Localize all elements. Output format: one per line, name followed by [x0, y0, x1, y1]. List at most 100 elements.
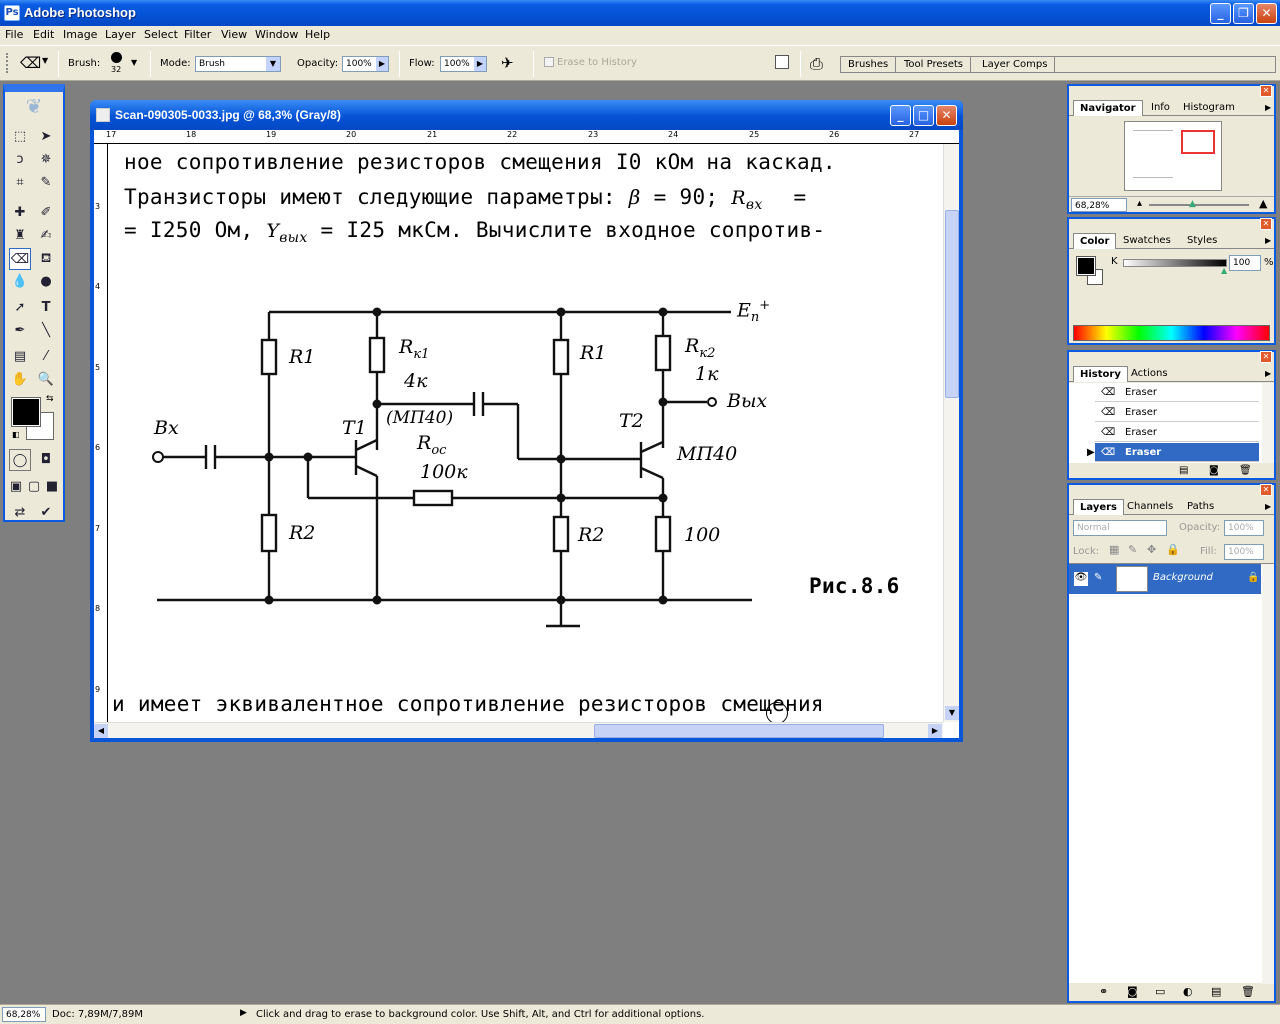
panel-menu-icon[interactable]: ▶ [1265, 502, 1272, 511]
blend-mode-select[interactable]: Normal [1073, 520, 1167, 536]
history-item[interactable]: ⌫Eraser [1095, 423, 1259, 442]
paint-bucket-tool-icon[interactable]: ⛾ [40, 251, 52, 266]
close-icon[interactable]: ✕ [1260, 484, 1272, 496]
marquee-tool-icon[interactable]: ⬚ [13, 129, 27, 144]
erase-history-checkbox[interactable] [544, 57, 554, 67]
close-icon[interactable]: ✕ [1260, 218, 1272, 230]
tab-swatches[interactable]: Swatches [1123, 235, 1171, 246]
doc-minimize-button[interactable]: _ [890, 105, 911, 126]
layers-scrollbar[interactable] [1262, 564, 1274, 984]
close-icon[interactable]: ✕ [1260, 85, 1272, 97]
layer-mask-icon[interactable]: ◙ [1127, 985, 1138, 998]
tab-histogram[interactable]: Histogram [1183, 102, 1235, 113]
brush-preview-icon[interactable] [111, 52, 122, 63]
eraser-preset-icon[interactable]: ⌫ [20, 54, 42, 72]
color-ramp[interactable] [1073, 325, 1270, 341]
menu-image[interactable]: Image [63, 28, 98, 41]
hand-tool-icon[interactable]: ✋ [11, 372, 29, 387]
doc-maximize-button[interactable]: □ [913, 105, 934, 126]
history-brush-tool-icon[interactable]: ✍ [40, 228, 52, 243]
printer-icon[interactable]: ⎙ [810, 54, 823, 73]
tab-actions[interactable]: Actions [1131, 368, 1168, 379]
zoom-tool-icon[interactable]: 🔍 [37, 372, 55, 387]
navigator-preview-area[interactable] [1069, 117, 1274, 195]
menu-filter[interactable]: Filter [184, 28, 212, 41]
brush-tool-icon[interactable]: ✐ [40, 205, 52, 220]
menu-select[interactable]: Select [144, 28, 178, 41]
k-slider-handle[interactable]: ▲ [1221, 266, 1228, 275]
imageready-icon[interactable]: ✔ [40, 505, 52, 520]
healing-brush-tool-icon[interactable]: ✚ [14, 205, 26, 220]
tab-color[interactable]: Color [1073, 233, 1117, 249]
tab-layers[interactable]: Layers [1073, 499, 1124, 515]
dodge-tool-icon[interactable]: ● [40, 274, 52, 289]
clone-stamp-tool-icon[interactable]: ♜ [14, 228, 26, 243]
path-selection-tool-icon[interactable]: ➚ [14, 300, 26, 315]
color-foreground-swatch[interactable] [1076, 256, 1096, 276]
opacity-field[interactable]: 100% ▶ [342, 56, 389, 72]
vertical-scrollbar[interactable]: ▼ [943, 144, 959, 722]
k-value-field[interactable]: 100 [1229, 255, 1261, 271]
pen-tool-icon[interactable]: ✒ [14, 323, 26, 338]
tab-channels[interactable]: Channels [1127, 501, 1174, 512]
history-item[interactable]: ⌫Eraser [1095, 403, 1259, 422]
horizontal-ruler[interactable]: 17 18 19 20 21 22 23 24 25 26 27 [94, 130, 959, 144]
new-layer-icon[interactable]: ▤ [1211, 985, 1222, 998]
vertical-scroll-thumb[interactable] [945, 210, 959, 398]
trash-icon[interactable]: 🗑 [1241, 985, 1255, 998]
adjustment-layer-icon[interactable]: ◐ [1183, 985, 1193, 998]
line-tool-icon[interactable]: ╲ [42, 323, 50, 338]
move-tool-icon[interactable]: ➤ [40, 129, 52, 144]
panel-menu-icon[interactable]: ▶ [1265, 103, 1272, 112]
scroll-down-icon[interactable]: ▼ [945, 706, 959, 720]
navigator-thumbnail[interactable] [1124, 121, 1222, 191]
notes-tool-icon[interactable]: ▤ [13, 349, 27, 364]
screen-mode-menu-icon[interactable]: ▢ [27, 479, 41, 494]
minimize-button[interactable]: _ [1210, 3, 1231, 24]
k-slider[interactable] [1123, 259, 1227, 267]
background-color-swatch[interactable] [26, 412, 54, 440]
tab-history[interactable]: History [1073, 366, 1128, 382]
screen-mode-standard-icon[interactable]: ▣ [9, 479, 23, 494]
trash-icon[interactable]: 🗑 [1239, 465, 1252, 476]
new-group-icon[interactable]: ▭ [1155, 985, 1166, 998]
foreground-color-swatch[interactable] [11, 397, 41, 427]
adobe-feather-icon[interactable]: ❦ [25, 94, 43, 118]
panel-menu-icon[interactable]: ▶ [1265, 369, 1272, 378]
lock-all-icon[interactable]: 🔒 [1166, 543, 1180, 556]
menu-file[interactable]: File [5, 28, 24, 41]
link-layers-icon[interactable]: ⚭ [1099, 985, 1109, 998]
eyedropper-tool-icon[interactable]: ⁄ [44, 349, 48, 364]
slice-tool-icon[interactable]: ✎ [40, 175, 52, 190]
lasso-tool-icon[interactable]: ↄ [16, 152, 24, 167]
panel-menu-icon[interactable]: ▶ [1265, 236, 1272, 245]
tab-layer-comps[interactable]: Layer Comps [975, 57, 1056, 72]
tab-styles[interactable]: Styles [1187, 235, 1218, 246]
lock-position-icon[interactable]: ✥ [1147, 543, 1157, 556]
tab-tool-presets[interactable]: Tool Presets [897, 57, 971, 72]
horizontal-scrollbar[interactable]: ◀ ▶ [94, 722, 943, 738]
history-scrollbar[interactable] [1262, 383, 1274, 463]
history-item-current[interactable]: ▶⌫Eraser [1087, 443, 1259, 462]
menu-view[interactable]: View [221, 28, 248, 41]
fill-field[interactable]: 100% [1224, 544, 1264, 560]
menu-help[interactable]: Help [305, 28, 331, 41]
swap-colors-icon[interactable]: ⇆ [46, 394, 54, 404]
new-document-from-state-icon[interactable]: ▤ [1179, 465, 1189, 476]
options-gripper[interactable] [6, 53, 13, 73]
navigator-zoom-field[interactable]: 68,28% [1071, 198, 1127, 212]
status-zoom-field[interactable]: 68,28% [2, 1007, 46, 1022]
document-canvas[interactable]: 17 18 19 20 21 22 23 24 25 26 27 3 4 5 6… [94, 130, 959, 738]
view-box[interactable] [1181, 130, 1215, 154]
mode-select[interactable]: Brush ▼ [195, 56, 281, 72]
tab-navigator[interactable]: Navigator [1073, 100, 1143, 116]
brush-dropdown-icon[interactable]: ▼ [131, 58, 138, 67]
zoom-slider-handle[interactable]: ▲ [1189, 199, 1196, 209]
tab-paths[interactable]: Paths [1187, 501, 1215, 512]
zoom-in-icon[interactable]: ▲ [1259, 197, 1268, 210]
crop-tool-icon[interactable]: ⌗ [16, 175, 24, 190]
scroll-left-icon[interactable]: ◀ [94, 724, 108, 738]
lock-pixels-icon[interactable]: ✎ [1128, 543, 1138, 556]
default-colors-icon[interactable]: ◧ [12, 430, 20, 439]
vertical-ruler[interactable]: 3 4 5 6 7 8 9 [94, 144, 108, 724]
